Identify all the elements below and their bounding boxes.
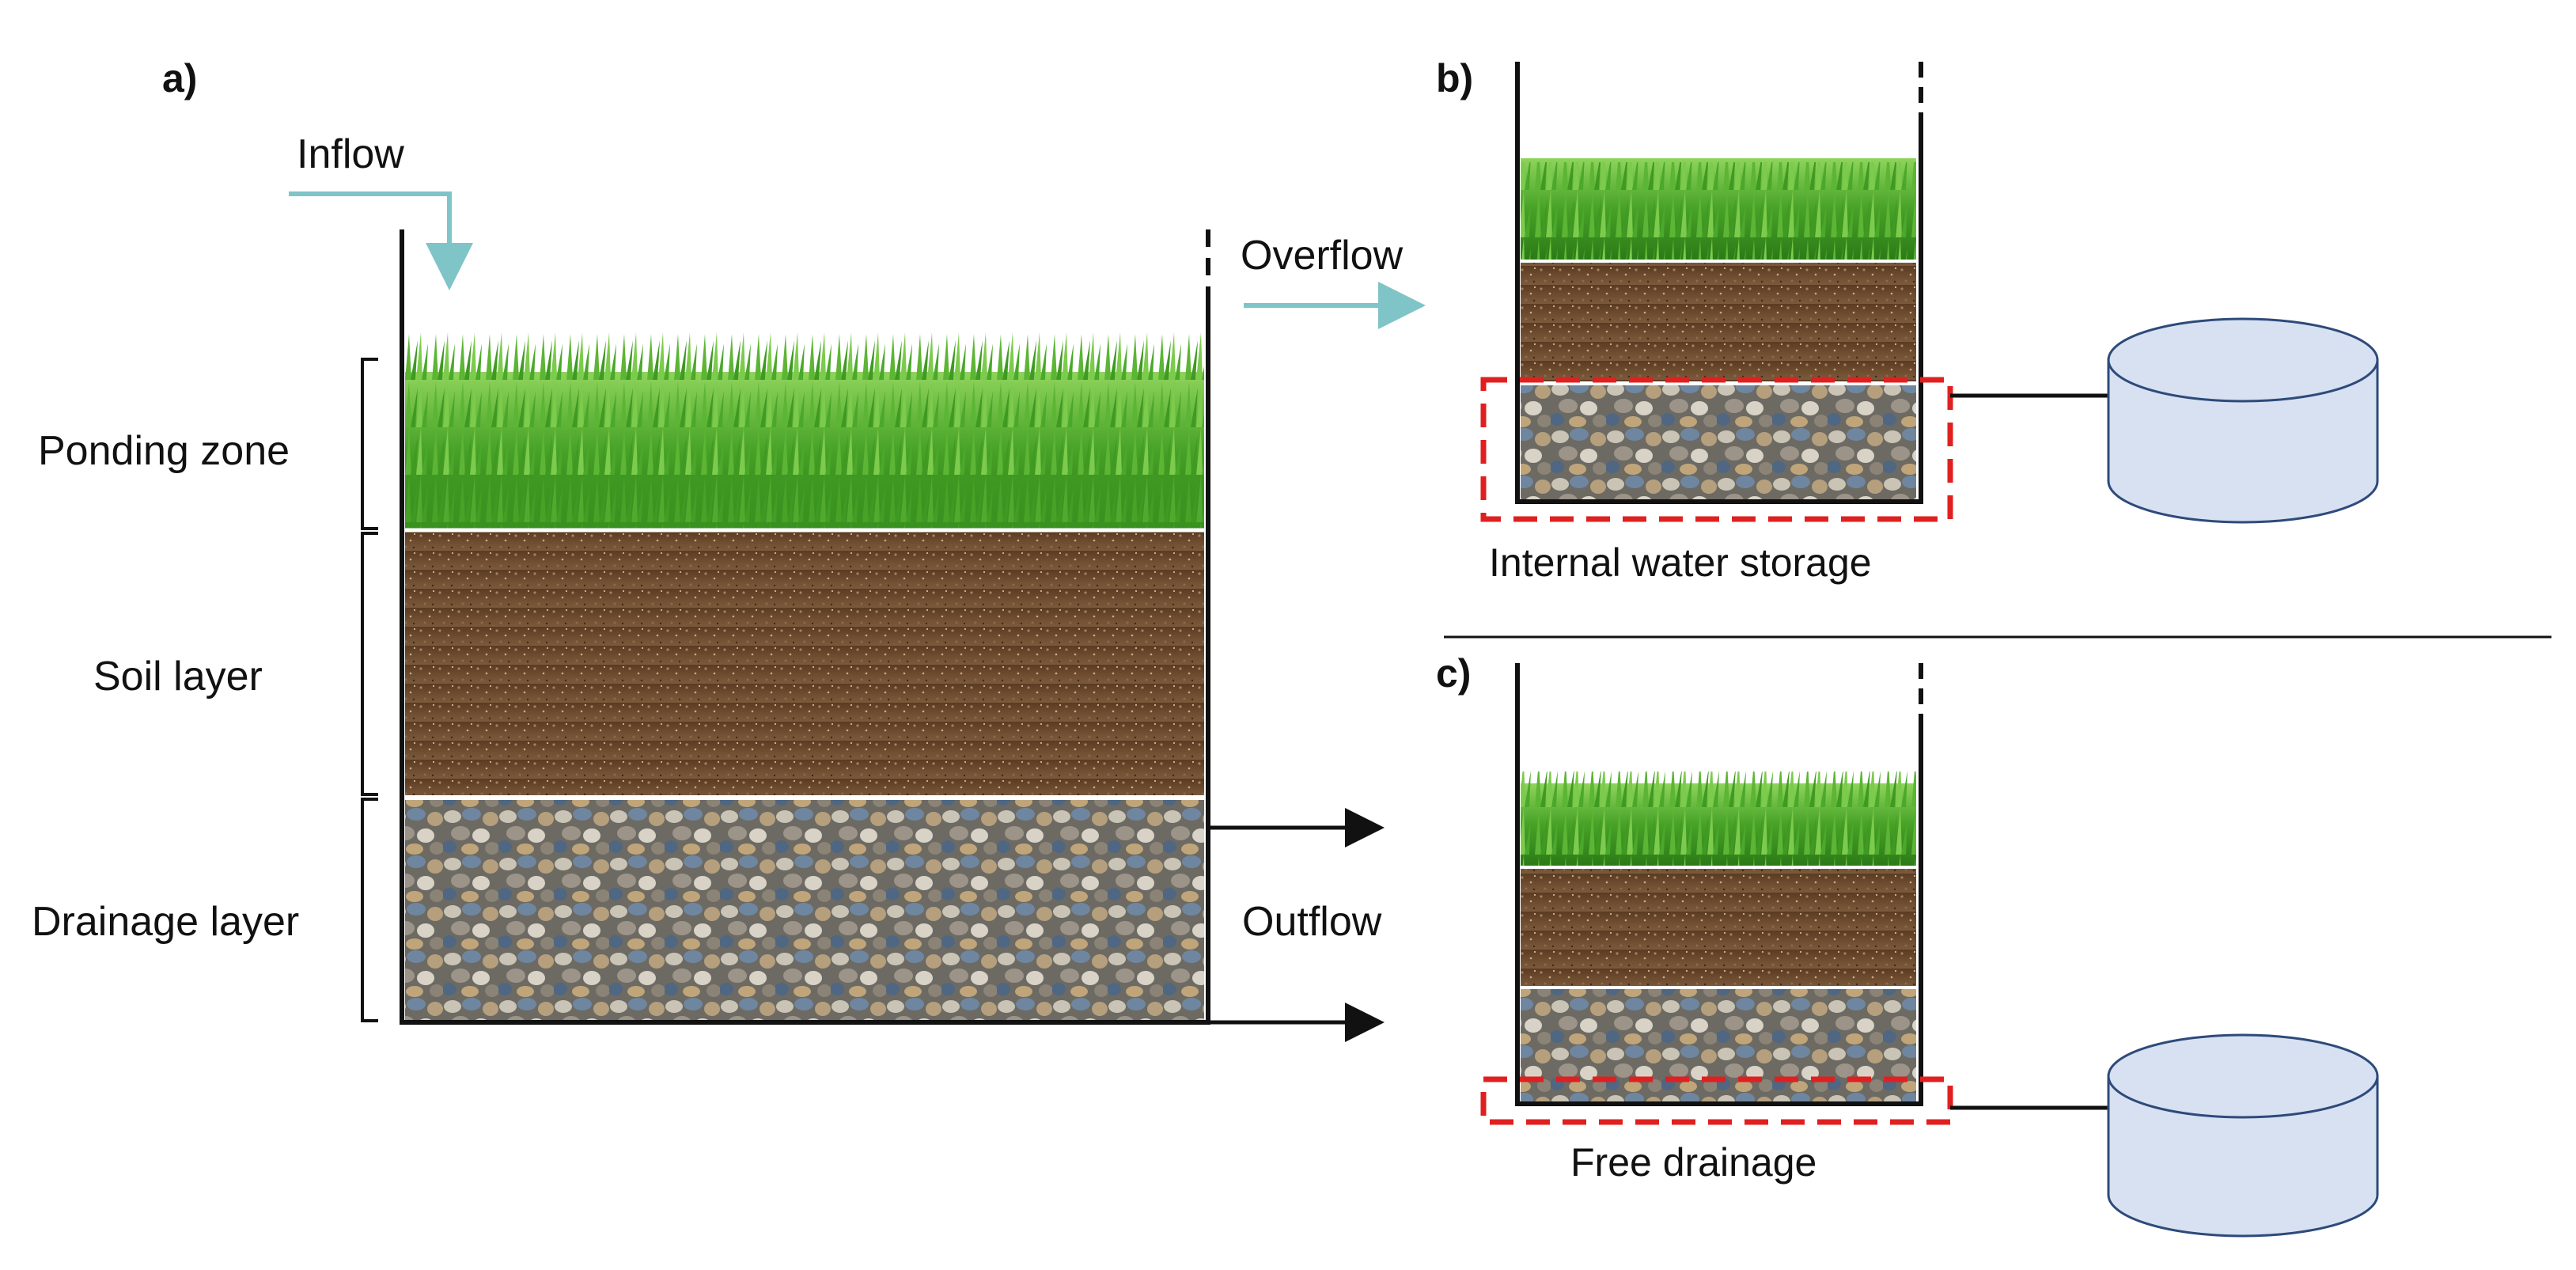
outflow-label: Outflow xyxy=(1242,899,1382,945)
soil-layer-fill xyxy=(405,532,1204,795)
overflow-label: Overflow xyxy=(1241,233,1404,279)
container-a-outline xyxy=(400,229,1210,1025)
drainage-layer-fill xyxy=(405,800,1204,1022)
internal-water-storage-label: Internal water storage xyxy=(1489,540,1872,585)
panel-b-letter: b) xyxy=(1436,56,1474,100)
drainage-layer-label: Drainage layer xyxy=(32,899,300,945)
free-drainage-label: Free drainage xyxy=(1570,1140,1817,1185)
bracket-soil xyxy=(361,532,378,796)
inflow-label: Inflow xyxy=(297,131,404,177)
soil-layer-label: Soil layer xyxy=(93,654,263,699)
bracket-ponding xyxy=(361,358,378,530)
container-b-outline xyxy=(1515,62,1923,504)
free-drainage-highlight xyxy=(1480,1076,1953,1125)
container-c-outline xyxy=(1515,663,1923,1106)
storage-tank-c xyxy=(2107,1033,2379,1238)
ponding-zone-grass xyxy=(405,332,1204,530)
ponding-zone-label: Ponding zone xyxy=(38,428,290,474)
bracket-drainage xyxy=(361,798,378,1022)
panel-a xyxy=(289,191,1426,1042)
panel-c-letter: c) xyxy=(1436,651,1472,696)
internal-storage-highlight xyxy=(1480,377,1953,522)
storage-tank-b xyxy=(2107,317,2379,524)
inflow-arrow xyxy=(289,191,473,290)
panel-c xyxy=(1480,663,2379,1238)
panel-b xyxy=(1480,62,2379,524)
panel-a-letter: a) xyxy=(162,56,198,100)
